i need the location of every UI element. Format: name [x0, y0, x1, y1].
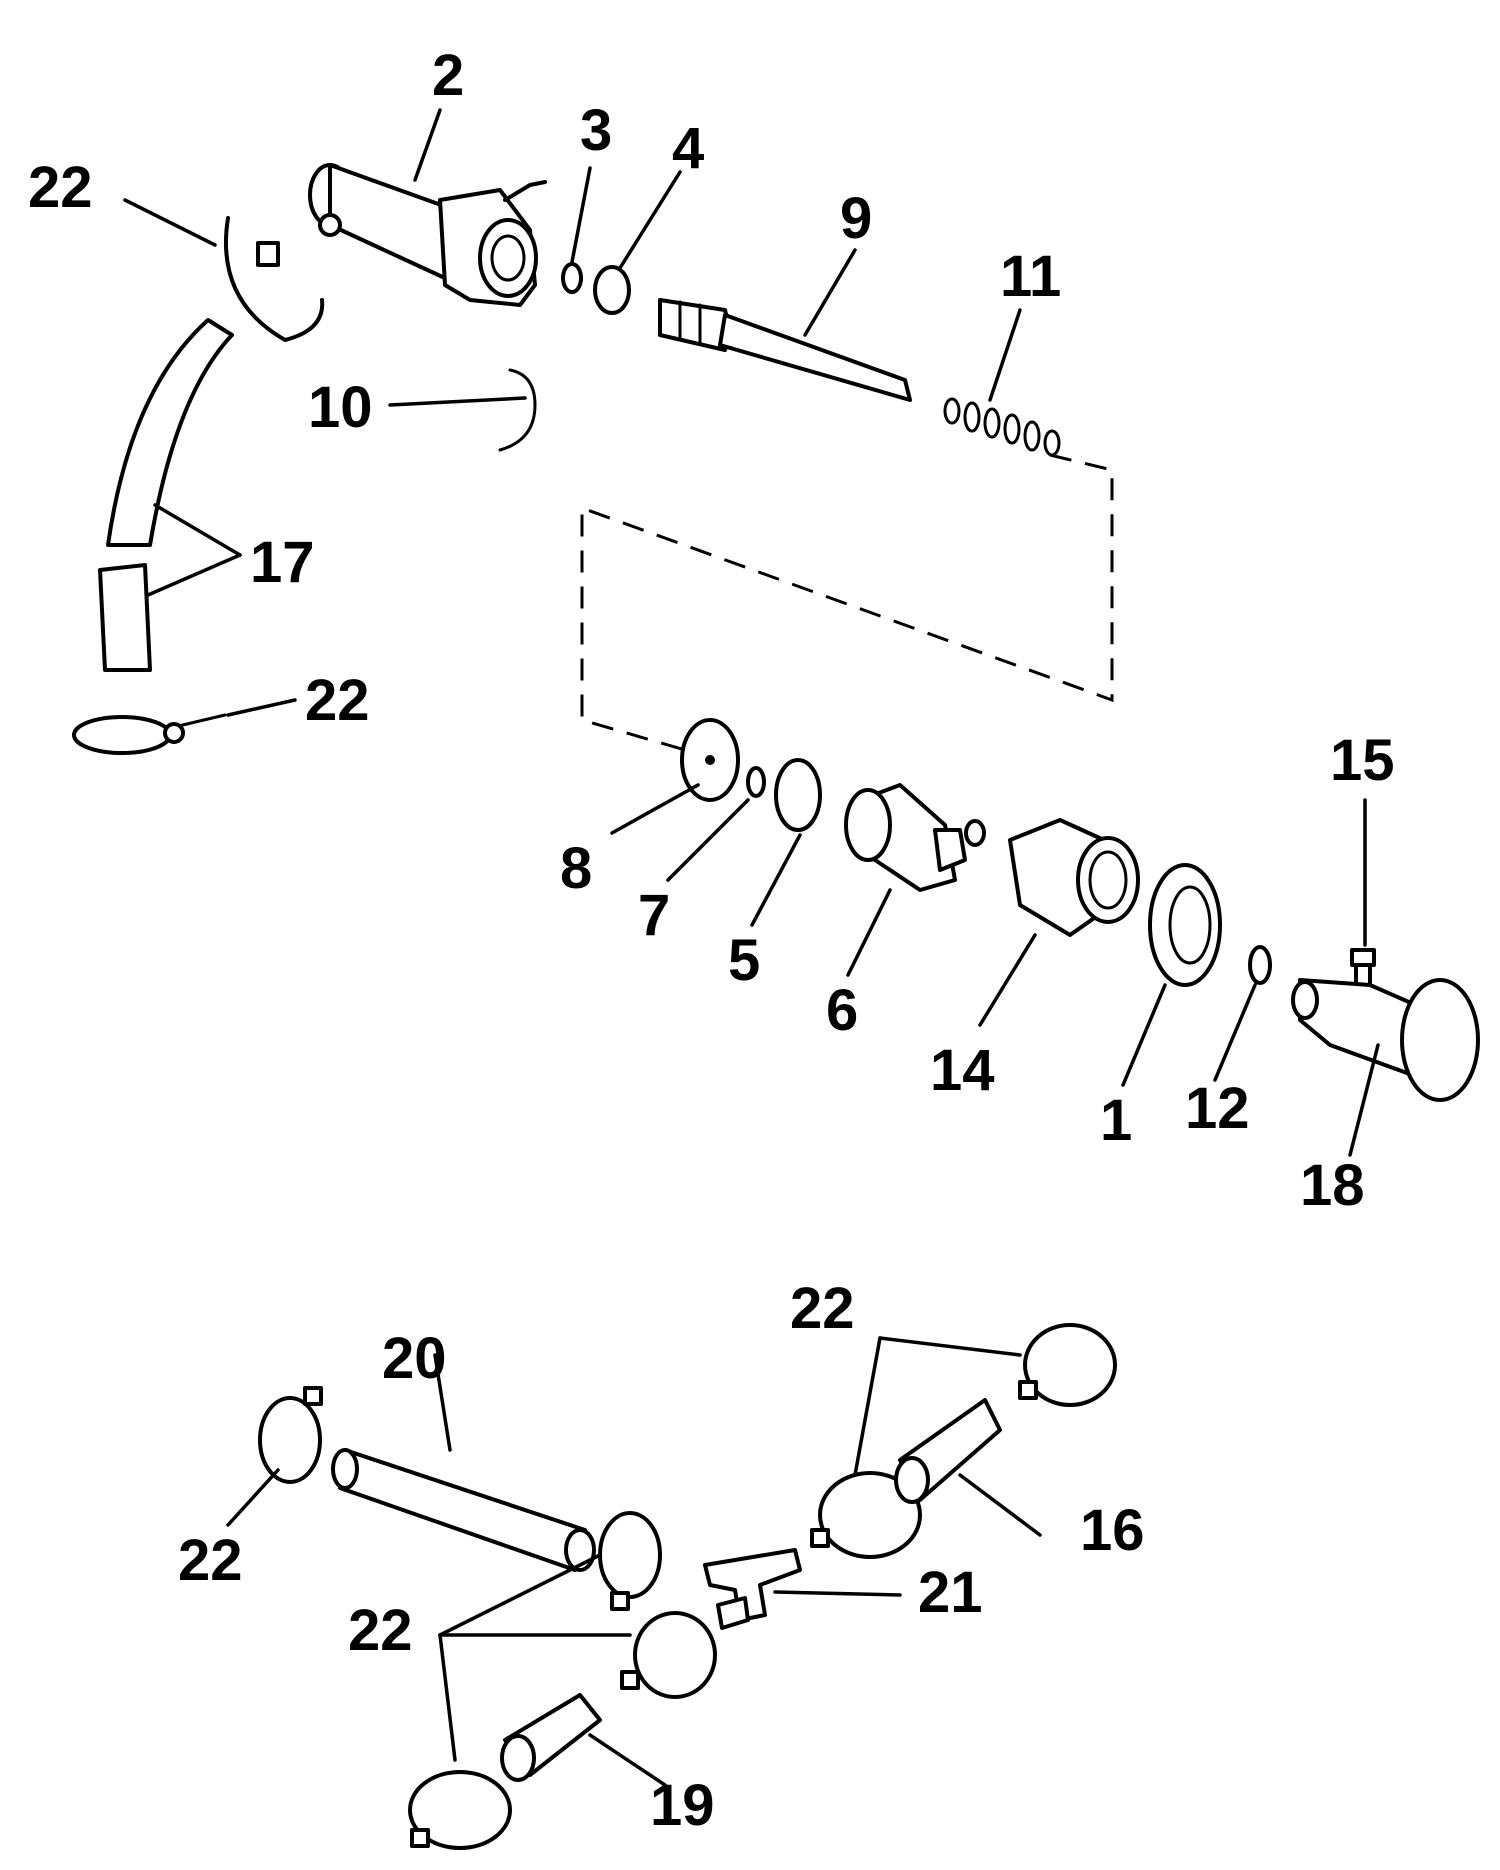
callout-2: 2 [432, 43, 464, 108]
part-20-hose [331, 1448, 596, 1572]
part-22-clamp-bottom-d [408, 1770, 512, 1850]
callout-22-top-left: 22 [28, 155, 93, 220]
part-14-fitting [1008, 818, 1140, 937]
part-3-o-ring [561, 262, 583, 294]
callout-10: 10 [308, 375, 373, 440]
part-2-housing [308, 163, 547, 307]
part-22-clamp-bottom-e [810, 1471, 922, 1559]
assembly-dashed-line [580, 453, 1114, 754]
callout-3: 3 [580, 98, 612, 163]
leader-lines [123, 108, 1380, 1787]
part-1-nut [1148, 863, 1222, 987]
part-16-hose [894, 1398, 1002, 1504]
callout-20: 20 [382, 1326, 447, 1391]
part-22-clamp-top-left [223, 216, 325, 342]
callout-12: 12 [1185, 1076, 1250, 1141]
part-22-clamp-lower-left [72, 713, 227, 755]
callout-17: 17 [250, 530, 315, 595]
callout-8: 8 [560, 836, 592, 901]
callout-1: 1 [1100, 1088, 1132, 1153]
callout-16: 16 [1080, 1498, 1145, 1563]
part-18-knob [1291, 978, 1480, 1102]
callout-14: 14 [930, 1038, 995, 1103]
callout-22-left: 22 [305, 668, 370, 733]
callout-18: 18 [1300, 1153, 1365, 1218]
part-21-tee-fitting [703, 1548, 802, 1630]
part-8-washer [680, 718, 740, 802]
part-22-clamp-bottom-f [1018, 1323, 1117, 1407]
callout-22-bottom-left: 22 [178, 1528, 243, 1593]
part-19-hose [500, 1693, 602, 1782]
part-22-clamp-bottom-c [620, 1611, 717, 1699]
callout-9: 9 [840, 186, 872, 251]
callout-7: 7 [638, 883, 670, 948]
part-12-o-ring [1248, 945, 1272, 985]
callout-22-bottom-top: 22 [790, 1276, 855, 1341]
part-6-valve [844, 783, 986, 892]
part-7-o-ring [746, 766, 766, 798]
part-10-clip [498, 368, 537, 452]
callout-21: 21 [918, 1560, 983, 1625]
callout-labels: 2 3 4 9 11 22 10 17 22 15 8 7 5 6 14 1 1… [28, 43, 1395, 1838]
callout-22-bottom-middle: 22 [348, 1598, 413, 1663]
part-11-spring [943, 397, 1061, 457]
callout-19: 19 [650, 1773, 715, 1838]
callout-4: 4 [672, 116, 704, 181]
callout-15: 15 [1330, 728, 1395, 793]
part-22-clamp-bottom-b [598, 1511, 662, 1611]
callout-6: 6 [826, 978, 858, 1043]
callout-11: 11 [1000, 244, 1061, 309]
part-4-o-ring [593, 265, 631, 315]
part-22-clamp-bottom-a [258, 1386, 323, 1484]
part-17-hose [98, 318, 234, 672]
part-9-shaft [658, 298, 912, 402]
callout-5: 5 [728, 928, 760, 993]
part-5-o-ring [774, 758, 822, 832]
